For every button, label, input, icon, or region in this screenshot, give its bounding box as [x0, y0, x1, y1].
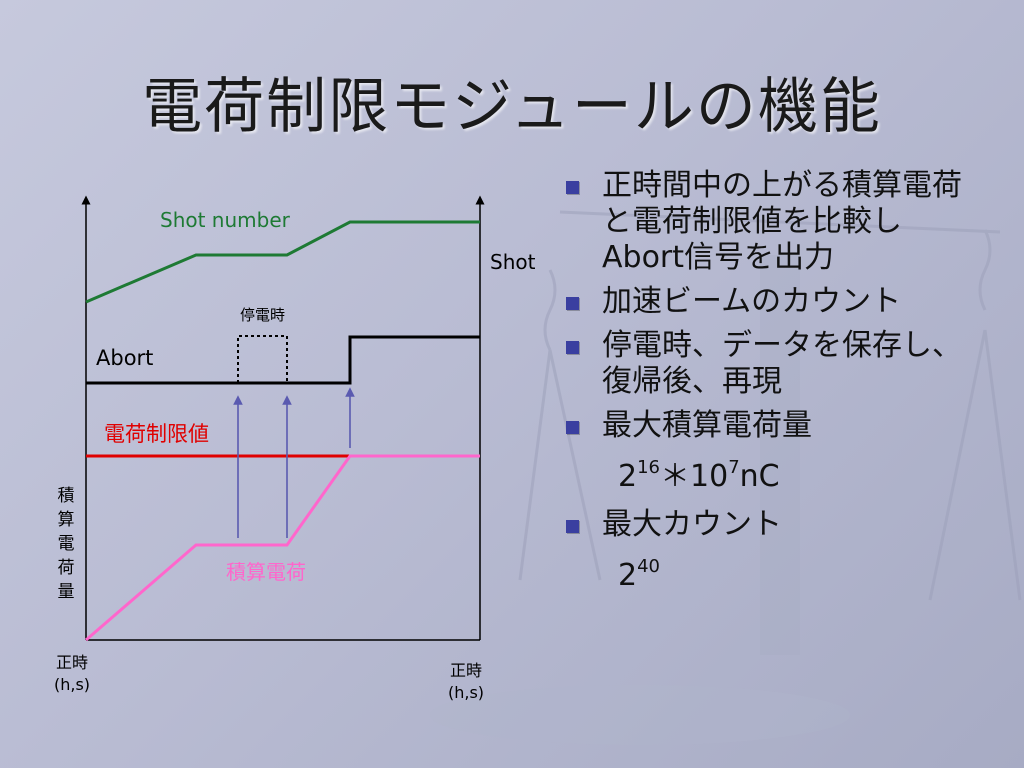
x-axis-left-line1: 正時 — [56, 653, 89, 672]
value-base: 2 — [618, 459, 638, 494]
bullet-item: 加速ビームのカウント — [562, 284, 982, 320]
accumulated-charge-label: 積算電荷 — [226, 560, 306, 584]
bullet-text: 停電時、データを保存し、復帰後、再現 — [602, 328, 962, 399]
bullet-text: 最大積算電荷量 — [602, 408, 812, 443]
x-axis-right-line1: 正時 — [450, 661, 483, 680]
bullet-square-icon — [566, 181, 579, 194]
max-charge-value: 216＊107nC — [562, 452, 982, 495]
bullet-square-icon — [566, 297, 579, 310]
bullet-list: 正時間中の上がる積算電荷と電荷制限値を比較しAbort信号を出力 加速ビームのカ… — [562, 168, 982, 606]
bullet-square-icon — [566, 341, 579, 354]
value-exponent: 40 — [637, 556, 660, 577]
abort-signal-line — [86, 335, 480, 385]
bullet-item: 最大積算電荷量 — [562, 408, 982, 444]
shot-number-line — [85, 220, 480, 304]
bullet-square-icon — [566, 421, 579, 434]
y-axis-label: 積算電荷量 — [57, 486, 75, 602]
charge-limit-label: 電荷制限値 — [104, 422, 209, 446]
abort-label: Abort — [96, 346, 154, 370]
power-outage-label: 停電時 — [240, 306, 286, 324]
page-title: 電荷制限モジュールの機能 — [142, 72, 882, 142]
value-exponent-2: 7 — [728, 457, 740, 478]
shot-label: Shot — [490, 250, 536, 274]
shot-number-label: Shot number — [160, 208, 290, 232]
bullet-text: 加速ビームのカウント — [602, 284, 902, 319]
bullet-text: 最大カウント — [602, 507, 782, 542]
x-axis-right-line2: (h,s) — [448, 683, 485, 702]
x-axis-left-line2: (h,s) — [54, 675, 91, 694]
value-exponent: 16 — [637, 457, 660, 478]
value-unit: nC — [739, 459, 780, 494]
power-outage-pulse — [237, 335, 288, 383]
accumulated-charge-line — [85, 454, 480, 642]
bullet-item: 最大カウント — [562, 507, 982, 543]
x-axis-right-label: 正時 (h,s) — [448, 660, 484, 704]
x-axis-left-label: 正時 (h,s) — [54, 652, 90, 696]
bullet-item: 正時間中の上がる積算電荷と電荷制限値を比較しAbort信号を出力 — [562, 168, 982, 276]
bullet-text: 正時間中の上がる積算電荷と電荷制限値を比較しAbort信号を出力 — [602, 168, 962, 275]
value-multiplier: ＊10 — [660, 459, 729, 494]
max-count-value: 240 — [562, 551, 982, 594]
bullet-item: 停電時、データを保存し、復帰後、再現 — [562, 328, 982, 400]
value-base: 2 — [618, 558, 638, 593]
bullet-square-icon — [566, 520, 579, 533]
